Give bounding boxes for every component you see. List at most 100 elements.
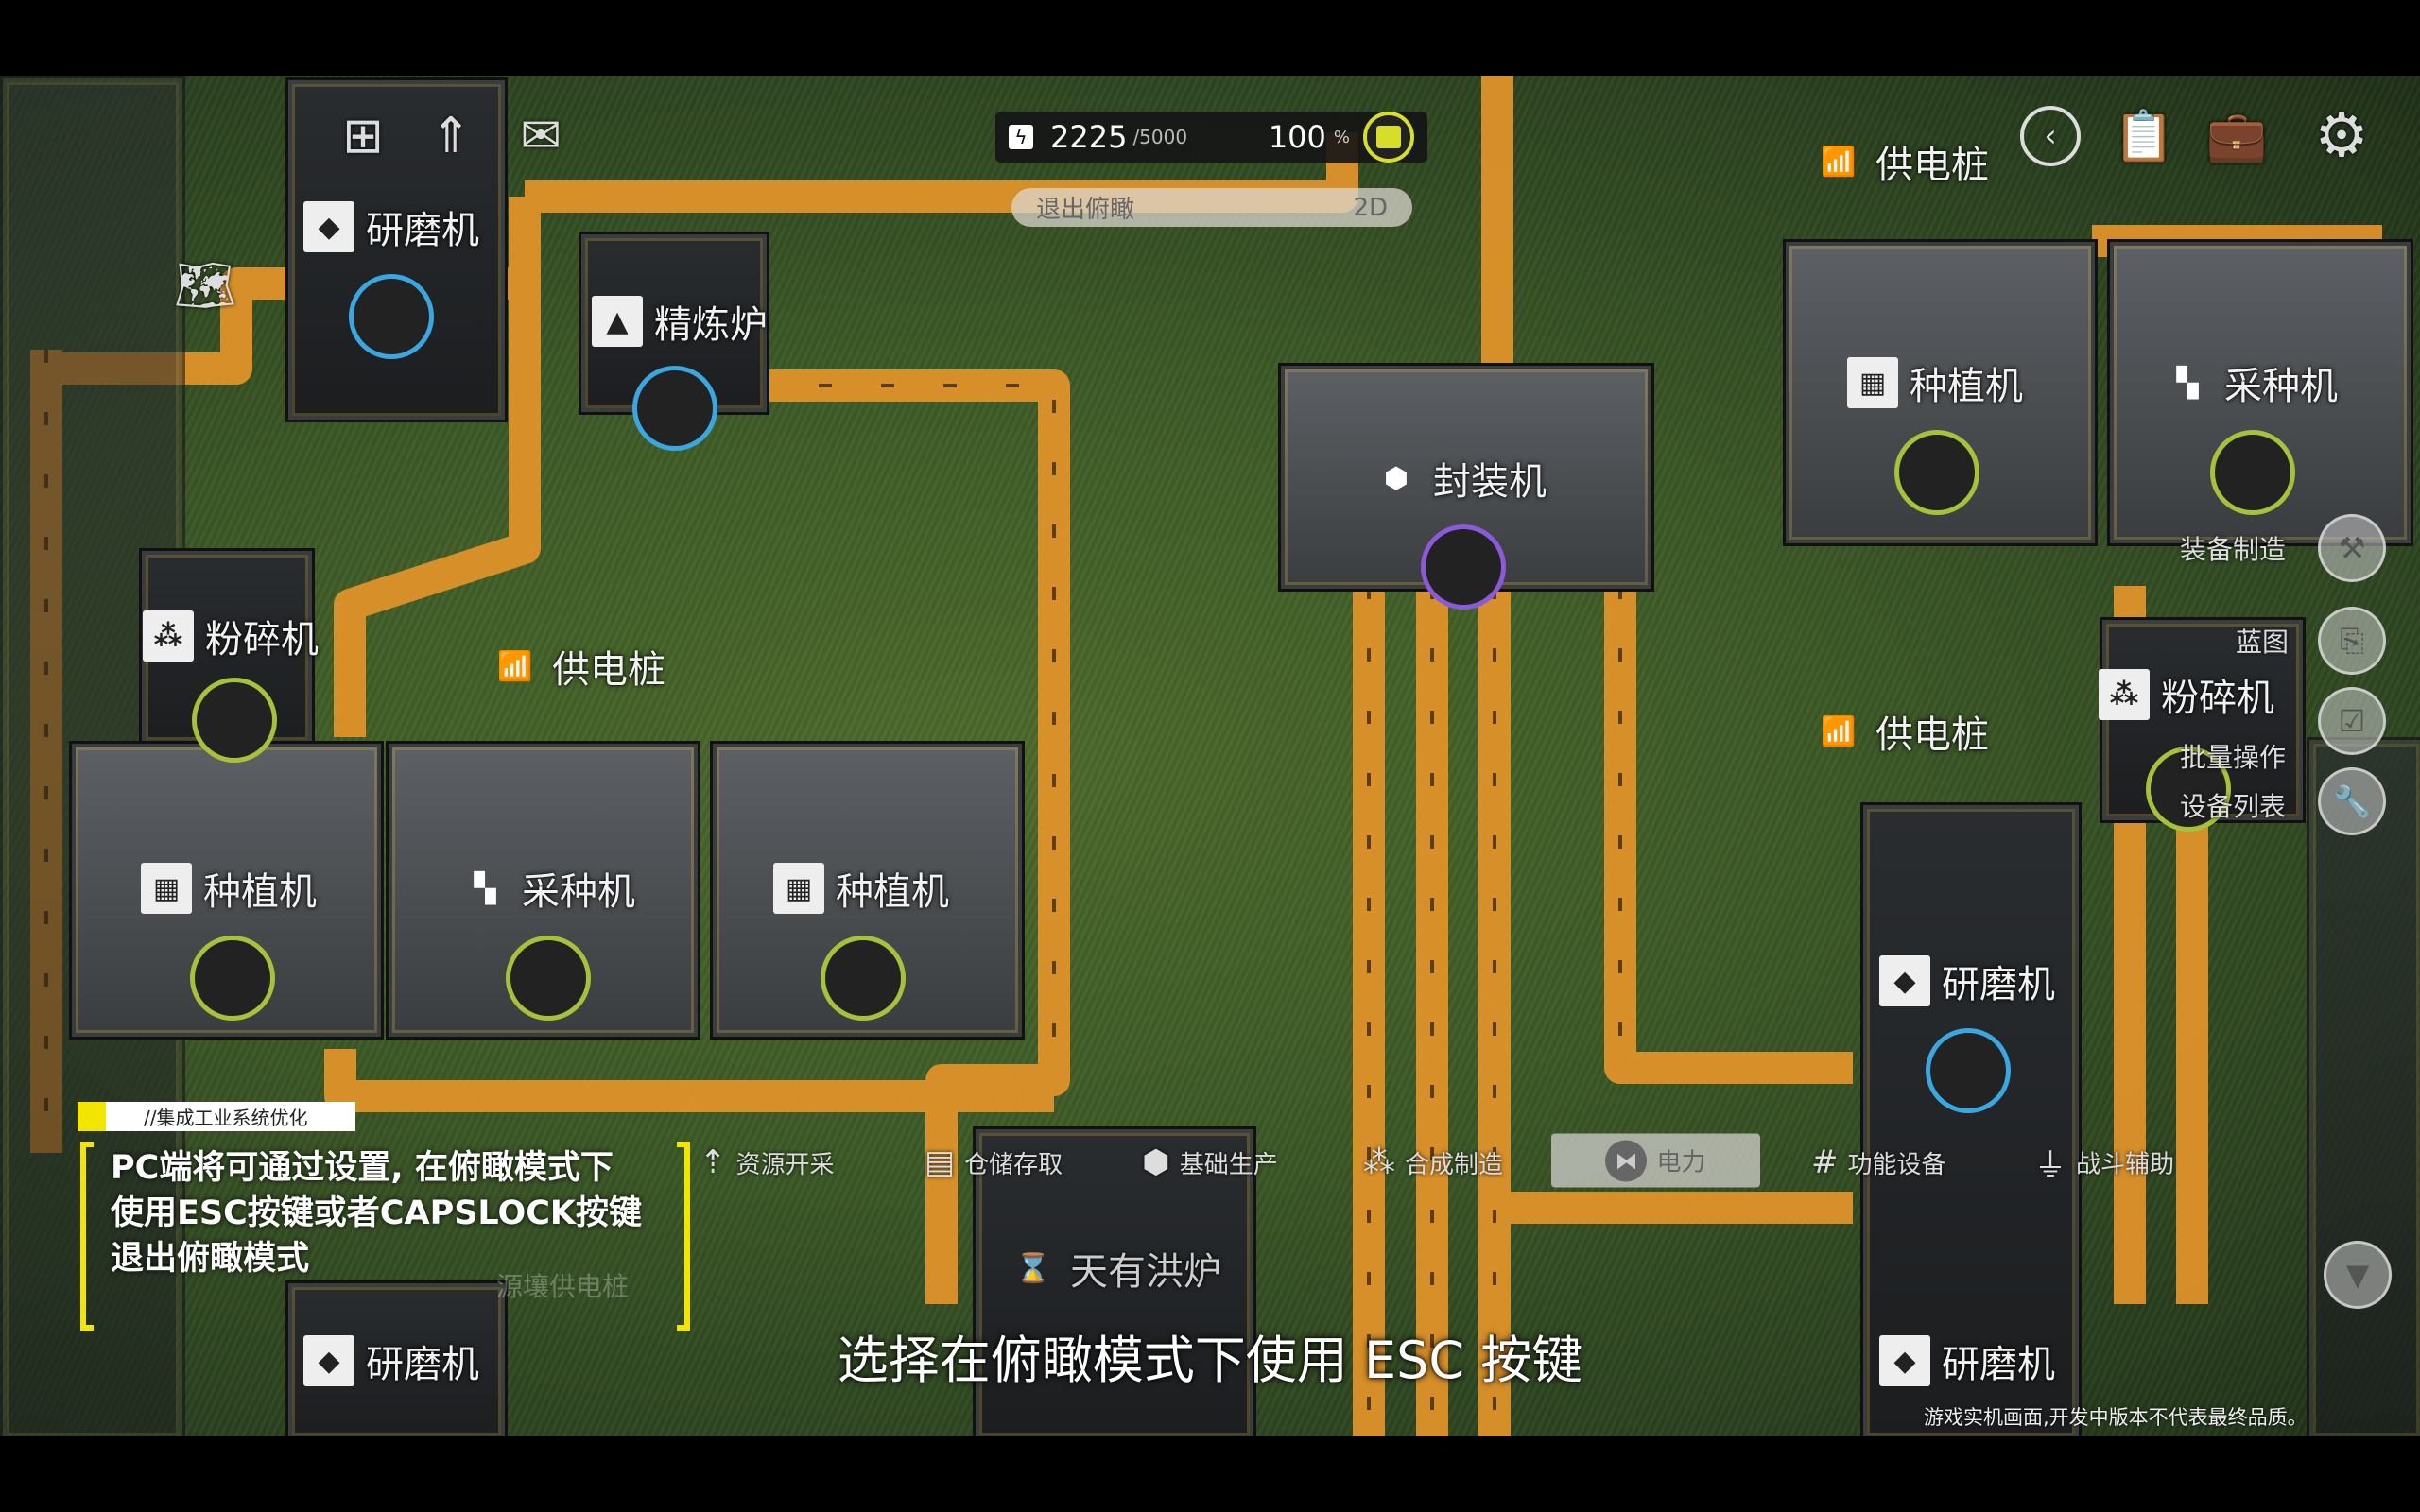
tools-icon: 🔧	[2333, 783, 2371, 819]
notice-line: 退出俯瞰模式	[111, 1240, 310, 1278]
percent-unit: %	[1333, 127, 1350, 147]
product-slot-icon[interactable]	[1894, 430, 1979, 515]
view-mode-label: 2D	[1353, 193, 1388, 222]
conveyor-belts	[30, 76, 2382, 1436]
product-slot-icon[interactable]	[1421, 524, 1506, 610]
machine-label-planter[interactable]: ▦种植机	[1847, 355, 2023, 410]
planter-icon: ▦	[773, 863, 824, 914]
mail-icon[interactable]: ✉	[520, 108, 562, 164]
product-slot-icon[interactable]	[632, 366, 717, 451]
belt	[1604, 586, 1853, 1084]
pylon-icon: 📶	[1821, 714, 1857, 748]
hierarchy-icon[interactable]: ⊞	[342, 108, 384, 164]
exit-overview-button[interactable]: 退出俯瞰 2D	[1011, 188, 1412, 227]
machine-label-refinery[interactable]: ▲精炼炉	[592, 294, 768, 349]
product-slot-icon[interactable]	[506, 936, 591, 1021]
seeder-block[interactable]	[386, 741, 700, 1040]
exit-overview-label: 退出俯瞰	[1036, 196, 1135, 224]
power-details-button[interactable]	[1363, 112, 1414, 163]
arrows-up-icon[interactable]: ⇑	[430, 108, 472, 164]
planter-block[interactable]	[710, 741, 1025, 1040]
power-max: /5000	[1132, 126, 1188, 148]
planter-icon: ▦	[141, 863, 192, 914]
belt	[334, 284, 541, 737]
toolbar-power[interactable]: ⧓电力	[1551, 1133, 1760, 1188]
side-block[interactable]	[2307, 737, 2420, 1436]
disclaimer-watermark: 游戏实机画面,开发中版本不代表最终品质。	[1924, 1406, 2308, 1429]
toolbar-resource-mining[interactable]: ⇡资源开采	[700, 1143, 835, 1181]
product-slot-icon[interactable]	[1926, 1028, 2011, 1113]
pylon-icon: 📶	[497, 649, 533, 683]
toolbar-functional-devices[interactable]: #功能设备	[1811, 1143, 1946, 1181]
machine-label-grinder[interactable]: ◆研磨机	[303, 199, 479, 254]
machine-label-planter[interactable]: ▦种植机	[773, 861, 949, 916]
toolbar-storage[interactable]: ▤仓储存取	[925, 1143, 1063, 1181]
packager-icon: ⬢	[1383, 461, 1409, 495]
grinder-block[interactable]	[1860, 802, 2082, 1436]
machine-label-furnace[interactable]: ⌛天有洪炉	[1008, 1241, 1221, 1296]
map-search-icon[interactable]: 🗺	[173, 257, 237, 315]
machine-label-seeder[interactable]: ▚采种机	[2162, 355, 2338, 410]
product-slot-icon[interactable]	[192, 678, 277, 763]
machine-label-pylon[interactable]: 📶供电桩	[490, 639, 666, 694]
machine-label-grinder[interactable]: ◆研磨机	[303, 1333, 479, 1388]
toolbar-basic-production[interactable]: ⬢基础生产	[1142, 1143, 1278, 1181]
tag-accent	[78, 1102, 106, 1131]
product-slot-icon[interactable]	[349, 274, 434, 359]
side-menu-label: 设备列表	[2180, 791, 2287, 822]
product-slot-icon[interactable]	[821, 936, 906, 1021]
blueprint-button[interactable]: ⎘	[2318, 607, 2386, 675]
machine-label-planter[interactable]: ▦种植机	[141, 861, 317, 916]
notice-line: PC端将可通过设置, 在俯瞰模式下	[111, 1149, 614, 1187]
chevron-left-icon[interactable]: ‹	[2020, 106, 2081, 166]
equipment-craft-button[interactable]: ⚒	[2318, 514, 2386, 582]
machine-label-crusher[interactable]: ⁂粉碎机	[143, 609, 319, 663]
product-slot-icon[interactable]	[2210, 430, 2295, 515]
notice-line: 使用ESC按键或者CAPSLOCK按键	[111, 1194, 643, 1232]
batch-operation-button[interactable]: ☑	[2318, 687, 2386, 755]
clipboard-icon[interactable]: 📋	[2113, 108, 2175, 165]
filter-icon: ▼	[2345, 1257, 2370, 1293]
power-panel-icon	[1376, 126, 1401, 148]
blueprint-add-icon: ⎘	[2340, 622, 2364, 659]
belt	[324, 1049, 1054, 1112]
seeder-icon: ▚	[2176, 366, 2199, 400]
grinder-icon: ◆	[303, 201, 354, 252]
ghost-pylon-label: 源壤供电桩	[496, 1271, 630, 1302]
device-list-button[interactable]: 🔧	[2318, 767, 2386, 835]
refinery-icon: ▲	[592, 296, 643, 347]
toolbar-combat-support[interactable]: ⏚战斗辅助	[2034, 1140, 2174, 1186]
filter-button[interactable]: ▼	[2324, 1241, 2392, 1309]
machine-label-pylon[interactable]: 📶供电桩	[1813, 704, 1989, 759]
video-subtitle: 选择在俯瞰模式下使用 ESC 按键	[837, 1331, 1583, 1390]
planter-icon: ▦	[1847, 357, 1898, 408]
side-menu-label: 批量操作	[2180, 742, 2287, 773]
grid-icon: #	[1811, 1143, 1839, 1181]
furnace-block[interactable]	[973, 1126, 1256, 1436]
pylon-icon: 📶	[1821, 145, 1857, 179]
briefcase-icon[interactable]: 💼	[2205, 108, 2268, 165]
grinder-icon: ◆	[1879, 1335, 1930, 1386]
machine-label-grinder[interactable]: ◆研磨机	[1879, 954, 2055, 1008]
product-slot-icon[interactable]	[190, 936, 275, 1021]
seeder-icon: ▚	[474, 871, 496, 905]
machine-label-crusher[interactable]: ⁂粉碎机	[2099, 667, 2274, 722]
machine-label-packager[interactable]: ⬢封装机	[1371, 451, 1547, 506]
side-menu-label: 装备制造	[2180, 534, 2287, 565]
factory-map[interactable]	[0, 76, 2420, 1436]
settings-ring-icon[interactable]: ⚙	[2314, 101, 2369, 171]
power-percent: 100	[1268, 119, 1326, 155]
power-current: 2225	[1050, 119, 1128, 155]
machine-label-grinder[interactable]: ◆研磨机	[1879, 1333, 2055, 1388]
machine-label-seeder[interactable]: ▚采种机	[459, 861, 635, 916]
power-status-bar: ϟ 2225 /5000 100 %	[995, 112, 1427, 163]
batch-select-icon: ☑	[2338, 703, 2366, 739]
synthesis-icon: ⁂	[1363, 1143, 1395, 1181]
toolbar-synthesis[interactable]: ⁂合成制造	[1363, 1143, 1504, 1181]
mining-icon: ⇡	[700, 1143, 727, 1181]
machine-label-pylon[interactable]: 📶供电桩	[1813, 134, 1989, 189]
combat-icon: ⏚	[2034, 1146, 2066, 1185]
grinder-icon: ◆	[1879, 955, 1930, 1006]
product-slot-icon[interactable]	[2146, 747, 2231, 832]
notice-tag: //集成工业系统优化	[78, 1102, 355, 1131]
